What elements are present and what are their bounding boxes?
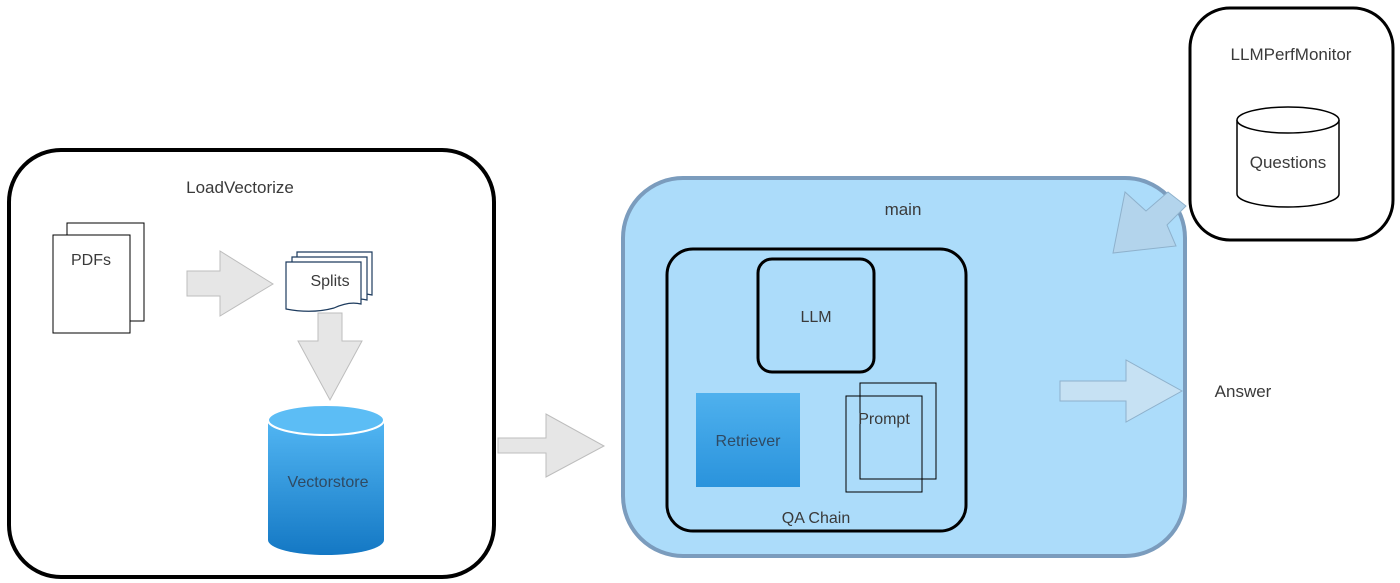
splits-icon: Splits bbox=[285, 251, 373, 312]
prompt-icon: Prompt bbox=[845, 382, 937, 493]
arrow-pdfs-to-splits bbox=[186, 250, 274, 317]
qa-chain-box bbox=[665, 247, 968, 533]
arrow-splits-to-vectorstore bbox=[297, 312, 363, 402]
retriever-label: Retriever bbox=[716, 433, 782, 450]
splits-label: Splits bbox=[310, 273, 349, 290]
qa-chain-label: QA Chain bbox=[782, 510, 850, 527]
llm-label: LLM bbox=[800, 309, 831, 326]
load-vectorize-group: LoadVectorize PDFs Splits Vectorstore bbox=[7, 148, 496, 579]
pdfs-document-icon: PDFs bbox=[52, 222, 145, 334]
load-vectorize-title: LoadVectorize bbox=[186, 178, 294, 197]
main-group: main QA Chain LLM Retriever Prompt bbox=[621, 176, 1187, 558]
pdfs-label: PDFs bbox=[71, 252, 111, 269]
arrow-main-to-answer bbox=[1059, 359, 1184, 423]
llm-perf-monitor-group: LLMPerfMonitor Questions bbox=[1188, 6, 1395, 242]
questions-database-icon: Questions bbox=[1236, 106, 1340, 208]
questions-label: Questions bbox=[1250, 153, 1327, 172]
prompt-label: Prompt bbox=[858, 411, 910, 428]
arrow-loadvectorize-to-main bbox=[497, 413, 606, 478]
arrow-monitor-to-main bbox=[1112, 191, 1187, 254]
load-vectorize-box bbox=[7, 148, 496, 579]
retriever-box bbox=[696, 393, 800, 487]
llm-perf-monitor-title: LLMPerfMonitor bbox=[1231, 45, 1352, 64]
main-title: main bbox=[885, 200, 922, 219]
vectorstore-label: Vectorstore bbox=[288, 474, 369, 491]
vectorstore-database-icon: Vectorstore bbox=[267, 404, 385, 555]
llm-box bbox=[756, 257, 876, 374]
answer-label: Answer bbox=[1215, 382, 1272, 401]
main-box bbox=[621, 176, 1187, 558]
